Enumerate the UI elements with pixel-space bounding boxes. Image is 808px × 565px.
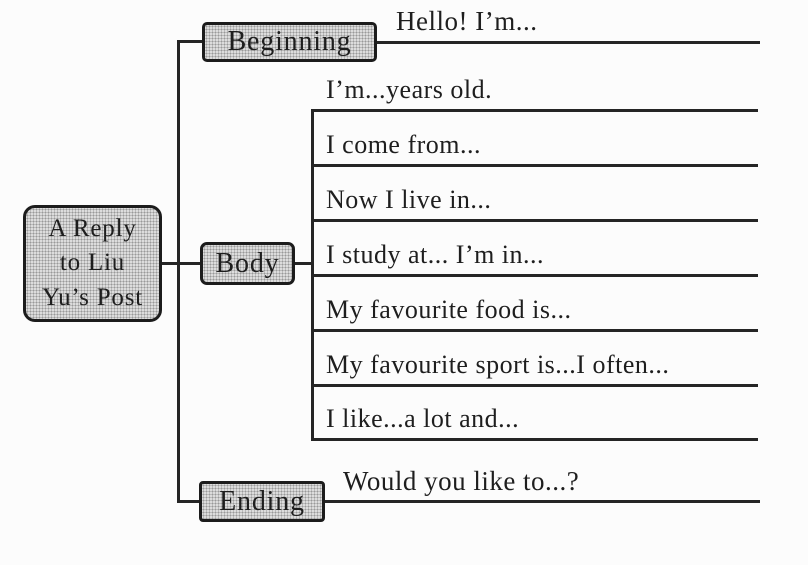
body-item: My favourite sport is...I often... — [311, 340, 758, 387]
ending-item-text: Would you like to...? — [343, 466, 580, 496]
trunk-line — [177, 40, 180, 503]
beginning-connector — [177, 40, 204, 43]
beginning-item-text: Hello! I’m... — [396, 6, 538, 36]
branch-beginning-box: Beginning — [202, 22, 377, 62]
branch-ending-box: Ending — [199, 481, 325, 522]
root-body-connector — [158, 262, 203, 265]
branch-ending-label: Ending — [219, 485, 305, 517]
body-item: Now I live in... — [311, 175, 758, 222]
branch-body-label: Body — [215, 247, 280, 279]
body-item: I study at... I’m in... — [311, 230, 758, 277]
body-item: I come from... — [311, 120, 758, 167]
body-item: My favourite food is... — [311, 285, 758, 332]
ending-connector — [177, 500, 201, 503]
branch-beginning-label: Beginning — [227, 26, 352, 57]
body-item: I like...a lot and... — [311, 394, 758, 441]
body-bracket-connector — [293, 262, 313, 265]
beginning-item-underline — [375, 41, 760, 44]
ending-item-underline — [323, 500, 760, 503]
branch-body-box: Body — [200, 242, 295, 285]
root-topic-box: A Reply to Liu Yu’s Post — [23, 205, 162, 322]
root-topic-label: A Reply to Liu Yu’s Post — [42, 214, 143, 311]
body-item: I’m...years old. — [311, 65, 758, 112]
